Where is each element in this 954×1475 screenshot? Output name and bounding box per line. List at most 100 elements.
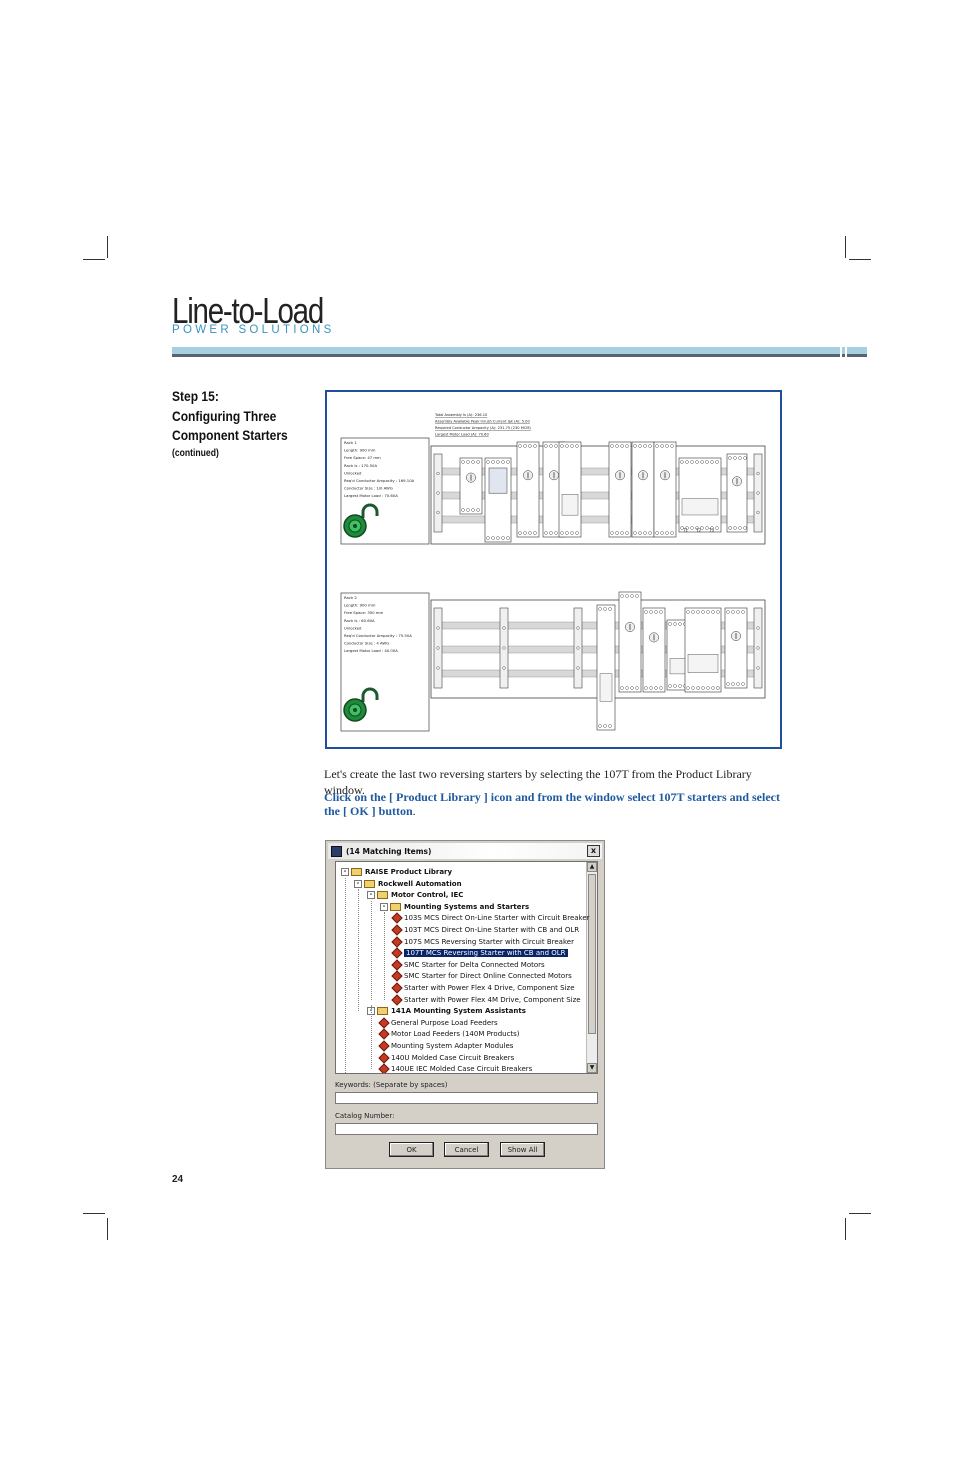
crop-mark [849, 259, 871, 260]
tree-item[interactable]: 103T MCS Direct On-Line Starter with CB … [391, 924, 580, 936]
crop-mark [845, 236, 846, 258]
show-all-button[interactable]: Show All [500, 1142, 545, 1157]
tree-item[interactable]: Starter with Power Flex 4M Drive, Compon… [391, 993, 581, 1006]
component-body [631, 441, 655, 538]
tree-item-label: Motor Load Feeders (140M Products) [391, 1030, 520, 1039]
tree-item[interactable]: 140UE IEC Molded Case Circuit Breakers [378, 1063, 532, 1073]
assembly-note: Assembly Available Peak Inrush Current I… [435, 420, 530, 424]
terminal-screw [706, 610, 710, 614]
terminal-screw [518, 444, 522, 448]
tree-folder[interactable]: - Rockwell Automation [354, 878, 462, 890]
close-icon[interactable]: x [587, 845, 600, 857]
rack-info-line: Length: 900 mm [344, 603, 376, 608]
tree-item[interactable]: General Purpose Load Feeders [378, 1017, 498, 1029]
terminal-screw [620, 594, 624, 598]
tree-folder[interactable]: -Motor Control, IEC [367, 889, 463, 901]
terminal-screw [471, 460, 475, 464]
support-screw [436, 491, 440, 495]
component-body [684, 607, 722, 693]
scroll-down-icon[interactable]: ▼ [587, 1063, 597, 1073]
rail-end-support [499, 607, 509, 689]
collapse-icon[interactable]: - [341, 868, 349, 876]
catalog-label: Catalog Number: [335, 1112, 395, 1120]
terminal-screw [491, 460, 495, 464]
terminal-screw [736, 682, 740, 686]
tree-item[interactable]: SMC Starter for Delta Connected Motors [391, 959, 545, 971]
terminal-screw [706, 686, 710, 690]
terminal-screw [649, 686, 653, 690]
scroll-up-icon[interactable]: ▲ [587, 862, 597, 872]
terminal-screw [695, 526, 699, 530]
terminal-screw [705, 460, 709, 464]
tree-item-label: 103T MCS Direct On-Line Starter with CB … [404, 926, 580, 934]
tree-item[interactable]: Motor Load Feeders (140M Products) [378, 1028, 520, 1041]
support-screw [756, 491, 760, 495]
terminal-screw [560, 444, 564, 448]
tree-scrollbar[interactable]: ▲ ▼ [586, 862, 597, 1073]
collapse-icon[interactable]: - [354, 879, 362, 888]
dialog-title-bar: (14 Matching Items) x [328, 843, 602, 859]
rail-end-support [753, 453, 763, 533]
terminal-screw [461, 460, 465, 464]
terminal-screw [696, 610, 700, 614]
collapse-icon[interactable]: - [380, 902, 388, 911]
ok-button[interactable]: OK [389, 1142, 434, 1157]
terminal-screw [701, 686, 705, 690]
tree-item[interactable]: Starter with Power Flex 4 Drive, Compone… [391, 982, 575, 994]
crop-mark [107, 236, 108, 258]
terminal-screw [696, 686, 700, 690]
tree-item-label: Mounting System Adapter Modules [391, 1042, 514, 1050]
cancel-button[interactable]: Cancel [444, 1142, 489, 1157]
tree-item[interactable]: 107S MCS Reversing Starter with Circuit … [391, 935, 574, 948]
terminal-screw [673, 622, 677, 626]
tree-item[interactable]: 103S MCS Direct On-Line Starter with Cir… [391, 912, 590, 925]
product-icon [391, 970, 403, 983]
component-body [618, 591, 642, 693]
contactor-face [681, 498, 719, 516]
tree-item[interactable]: Mounting System Adapter Modules [378, 1040, 514, 1052]
terminal-screw [506, 460, 510, 464]
support-screw [436, 646, 440, 650]
tree-item-label: 103S MCS Direct On-Line Starter with Cir… [404, 914, 590, 923]
contactor-face [687, 654, 719, 673]
rack-info-line: Length: 900 mm [344, 448, 376, 453]
padlock-icon [343, 687, 379, 722]
tree-item-label: Rockwell Automation [378, 879, 462, 888]
terminal-screw [700, 526, 704, 530]
terminal-screw [705, 526, 709, 530]
terminal-screw [496, 536, 500, 540]
component-body [558, 441, 582, 538]
terminal-screw [620, 531, 624, 535]
component-body [459, 457, 483, 515]
body-paragraph: Let's create the last two reversing star… [324, 767, 752, 797]
tree-item[interactable]: SMC Starter for Direct Online Connected … [391, 970, 572, 983]
keywords-input[interactable] [335, 1092, 598, 1104]
rack1-components [433, 441, 763, 543]
product-tree[interactable]: ▲ ▼ -RAISE Product Library-Rockwell Auto… [335, 861, 598, 1074]
tree-item[interactable]: 140U Molded Case Circuit Breakers [378, 1051, 514, 1064]
terminal-screw [625, 594, 629, 598]
terminal-screw [554, 531, 558, 535]
component-body [608, 441, 632, 538]
scroll-thumb[interactable] [588, 874, 596, 1034]
terminal-screw [630, 686, 634, 690]
terminal-screw [560, 531, 564, 535]
tree-folder[interactable]: -RAISE Product Library [341, 866, 452, 878]
rack-info-line: Unlocked [344, 625, 362, 630]
tree-folder[interactable]: -141A Mounting System Assistants [367, 1005, 526, 1017]
rack2-components [433, 591, 763, 731]
tree-item[interactable]: 107T MCS Reversing Starter with CB and O… [391, 947, 568, 959]
terminal-screw [575, 444, 579, 448]
catalog-number-input[interactable] [335, 1123, 598, 1135]
tree-item-label: SMC Starter for Delta Connected Motors [404, 960, 545, 969]
terminal-screw [638, 444, 642, 448]
terminal-screw [670, 531, 674, 535]
component-body [516, 441, 540, 538]
terminal-screw [731, 682, 735, 686]
tree-folder[interactable]: -Mounting Systems and Starters [380, 901, 529, 913]
collapse-icon[interactable]: - [367, 891, 375, 900]
